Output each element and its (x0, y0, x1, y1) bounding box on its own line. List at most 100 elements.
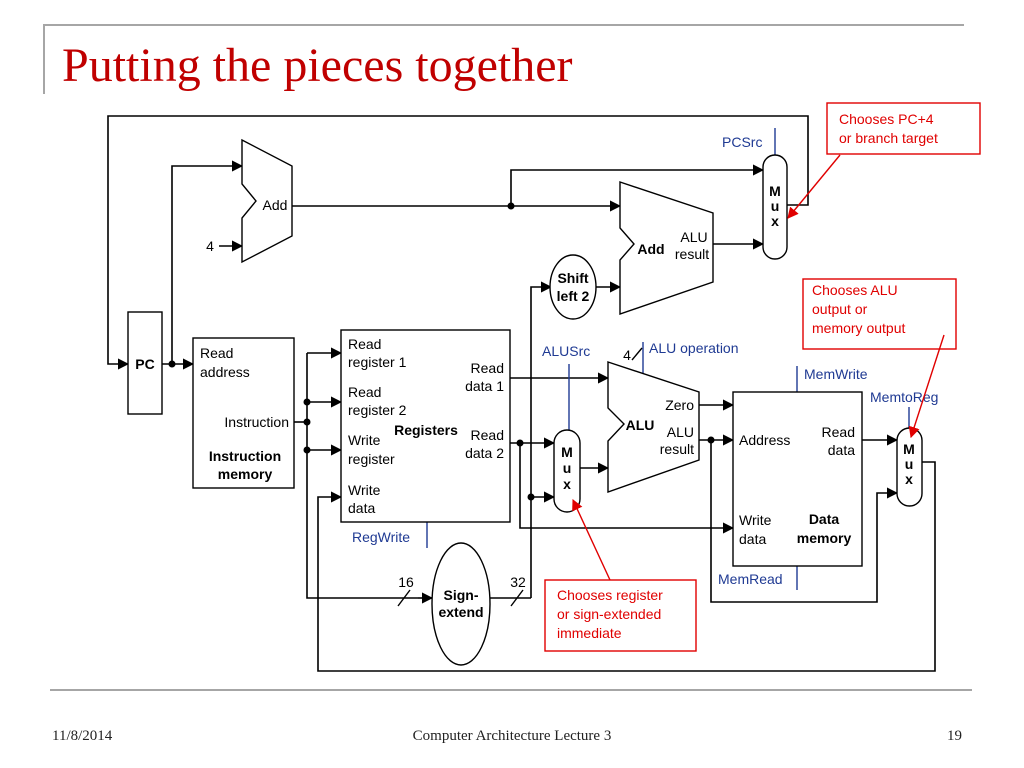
junction-dot (516, 439, 524, 447)
alu-title: ALU (626, 417, 655, 433)
imem-instruction-label: Instruction (224, 414, 289, 430)
callout-wb-mux: Chooses ALU output or memory output (802, 278, 957, 439)
datapath-diagram: PC Add 4 Add ALU result Shift left 2 M u… (107, 102, 981, 672)
shift-label-2: left 2 (557, 288, 590, 304)
callout-pc-mux-line-2: or branch target (839, 130, 938, 146)
footer-page-number: 19 (947, 728, 962, 744)
callout-alu-mux-line-2: or sign-extended (557, 606, 661, 622)
bits-out-label: 32 (510, 574, 526, 590)
imem-title-1: Instruction (209, 448, 281, 464)
slide-title: Putting the pieces together (62, 39, 573, 92)
callout-alu-mux: Chooses register or sign-extended immedi… (544, 498, 697, 652)
wb-mux-letter-x: x (905, 471, 913, 487)
reg-write-data-b: data (348, 500, 375, 516)
reg-read-register-1a: Read (348, 336, 381, 352)
dmem-read-data-2: data (828, 442, 855, 458)
wire-alu-bypass (710, 440, 899, 603)
memread-label: MemRead (718, 571, 783, 587)
constant-four: 4 (206, 238, 214, 254)
callout-wb-mux-line-1: Chooses ALU (812, 282, 898, 298)
wb-mux-letter-u: u (905, 456, 914, 472)
data-memory (732, 391, 863, 567)
junction-dot (303, 446, 311, 454)
alu-zero-label: Zero (665, 397, 694, 413)
alu-mux-letter-m: M (561, 444, 573, 460)
reg-write-register-b: register (348, 451, 395, 467)
reg-read-register-1b: register 1 (348, 354, 407, 370)
junction-dots (168, 202, 715, 501)
alu (607, 361, 700, 493)
reg-write-register-a: Write (348, 432, 381, 448)
footer-course: Computer Architecture Lecture 3 (412, 728, 612, 744)
callout-wb-mux-box (802, 278, 957, 350)
imem-title-2: memory (218, 466, 273, 482)
branch-adder-result-2: result (675, 246, 709, 262)
pc-adder-label: Add (263, 197, 288, 213)
branch-adder (619, 181, 714, 315)
imem-read-address-2: address (200, 364, 250, 380)
imem-read-address-1: Read (200, 345, 233, 361)
instruction-memory (192, 337, 295, 489)
pc-register (127, 311, 163, 415)
callout-pc-mux-box (826, 102, 981, 155)
dmem-write-data-1: Write (739, 512, 772, 528)
junction-dot (303, 418, 311, 426)
pc-mux (762, 154, 788, 260)
wire-instruction-bus (306, 353, 418, 599)
branch-adder-label: Add (637, 241, 664, 257)
frame-top-line (44, 24, 964, 26)
callout-pc-mux-arrow (787, 154, 841, 219)
dmem-address-label: Address (739, 432, 790, 448)
callout-alu-mux-line-1: Chooses register (557, 587, 663, 603)
alu-result-label-1: ALU (667, 424, 694, 440)
bus-slash-32 (510, 589, 524, 607)
memwrite-label: MemWrite (804, 366, 868, 382)
wb-mux-letter-m: M (903, 441, 915, 457)
wire-rd2-to-dmem (519, 443, 735, 534)
alu-src-mux (553, 429, 581, 513)
pc-mux-letter-u: u (771, 198, 780, 214)
wires (107, 115, 936, 672)
dmem-write-data-2: data (739, 531, 766, 547)
reg-read-data-2b: data 2 (465, 445, 504, 461)
memtoreg-label: MemtoReg (870, 389, 938, 405)
register-file (340, 329, 511, 523)
footer-rule (50, 689, 972, 691)
junction-dot (303, 398, 311, 406)
pc-mux-letter-m: M (769, 183, 781, 199)
regwrite-label: RegWrite (352, 529, 410, 545)
shift-label-1: Shift (557, 270, 588, 286)
pc-label: PC (135, 356, 154, 372)
sign-extend-label-1: Sign- (444, 587, 479, 603)
wire-pc4-to-mux (510, 164, 765, 206)
callout-alu-mux-line-3: immediate (557, 625, 622, 641)
frame-left-line (43, 24, 45, 94)
reg-read-data-1a: Read (471, 360, 504, 376)
pcsrc-label: PCSrc (722, 134, 762, 150)
reg-read-data-1b: data 1 (465, 378, 504, 394)
reg-read-data-2a: Read (471, 427, 504, 443)
sign-extend (431, 542, 491, 666)
alu-op-bits-label: 4 (623, 347, 631, 363)
footer-date: 11/8/2014 (52, 728, 113, 744)
alu-result-label-2: result (660, 441, 694, 457)
branch-adder-result-1: ALU (680, 229, 707, 245)
reg-read-register-2a: Read (348, 384, 381, 400)
junction-dot (507, 202, 515, 210)
shift-left-2 (549, 254, 597, 320)
callout-pc-mux-line-1: Chooses PC+4 (839, 111, 934, 127)
alusrc-label: ALUSrc (542, 343, 590, 359)
junction-dot (527, 493, 535, 501)
pc-adder (241, 138, 293, 264)
wire-pc-to-add (171, 160, 244, 364)
pc-mux-letter-x: x (771, 213, 779, 229)
alu-operation-label: ALU operation (649, 340, 739, 356)
alu-mux-letter-u: u (563, 460, 572, 476)
callout-pc-mux: Chooses PC+4 or branch target (787, 102, 981, 219)
bits-in-label: 16 (398, 574, 414, 590)
callout-alu-mux-arrow (572, 498, 611, 581)
dmem-title-2: memory (797, 530, 852, 546)
sign-extend-label-2: extend (438, 604, 483, 620)
wire-write-back (317, 461, 936, 672)
reg-write-data-a: Write (348, 482, 381, 498)
